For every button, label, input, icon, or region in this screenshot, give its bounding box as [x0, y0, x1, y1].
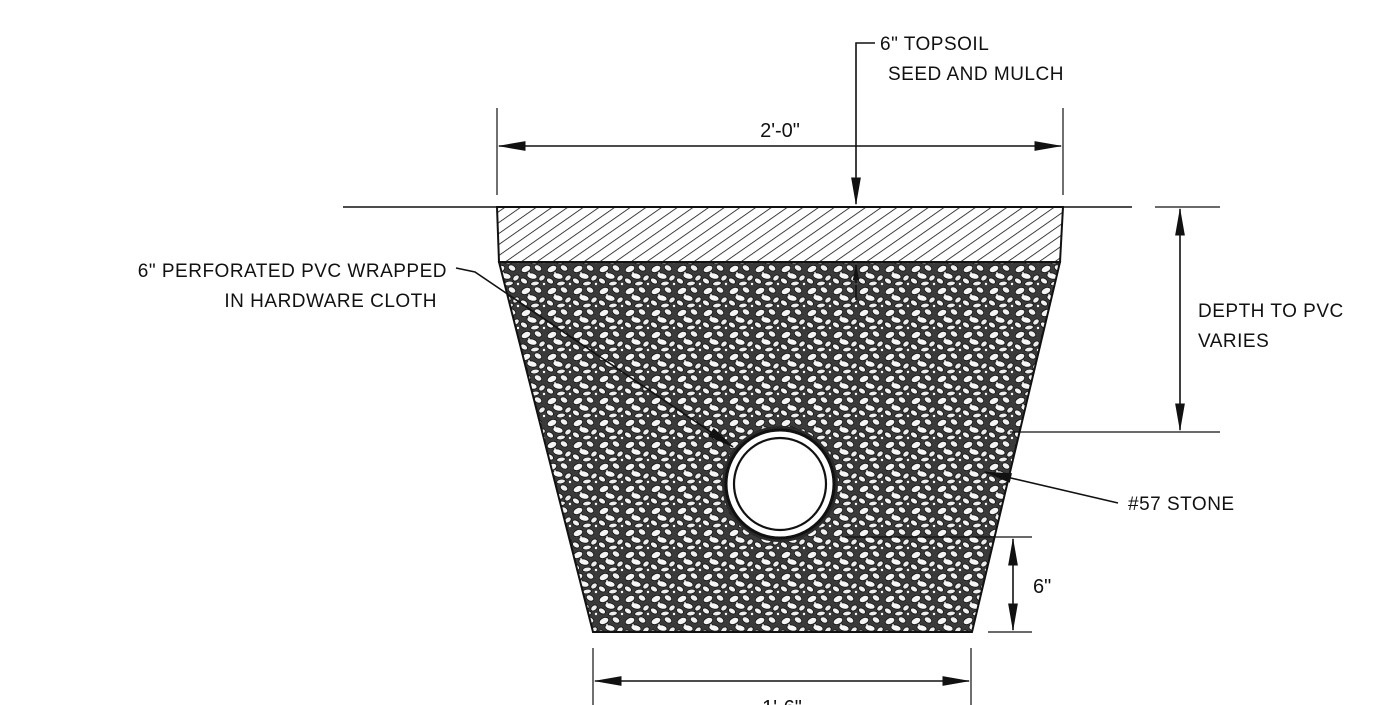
- top-width-label: 2'-0": [760, 120, 800, 142]
- depth-label-line2: VARIES: [1198, 331, 1269, 352]
- topsoil-label-line1: 6" TOPSOIL: [880, 34, 989, 55]
- trench-section: [495, 206, 1065, 633]
- topsoil-label-line2: SEED AND MULCH: [888, 64, 1064, 85]
- bottom-depth-dimension: [845, 536, 1032, 633]
- topsoil-layer: [495, 206, 1065, 263]
- topsoil-leader: [851, 42, 875, 300]
- bottom-width-label: 1'-6": [762, 697, 802, 705]
- stone-label: #57 STONE: [1128, 494, 1235, 515]
- pipe-label-line2: IN HARDWARE CLOTH: [224, 291, 437, 312]
- bottom-depth-label: 6": [1033, 576, 1051, 598]
- depth-to-pvc-dimension: [1010, 206, 1220, 433]
- pipe-leader: [455, 267, 735, 448]
- depth-label-line1: DEPTH TO PVC: [1198, 301, 1344, 322]
- bottom-width-dimension: [592, 648, 972, 705]
- top-width-dimension: [496, 108, 1064, 195]
- stone-leader: [983, 471, 1119, 504]
- pvc-pipe: [722, 426, 838, 542]
- pipe-label-line1: 6" PERFORATED PVC WRAPPED: [138, 261, 447, 282]
